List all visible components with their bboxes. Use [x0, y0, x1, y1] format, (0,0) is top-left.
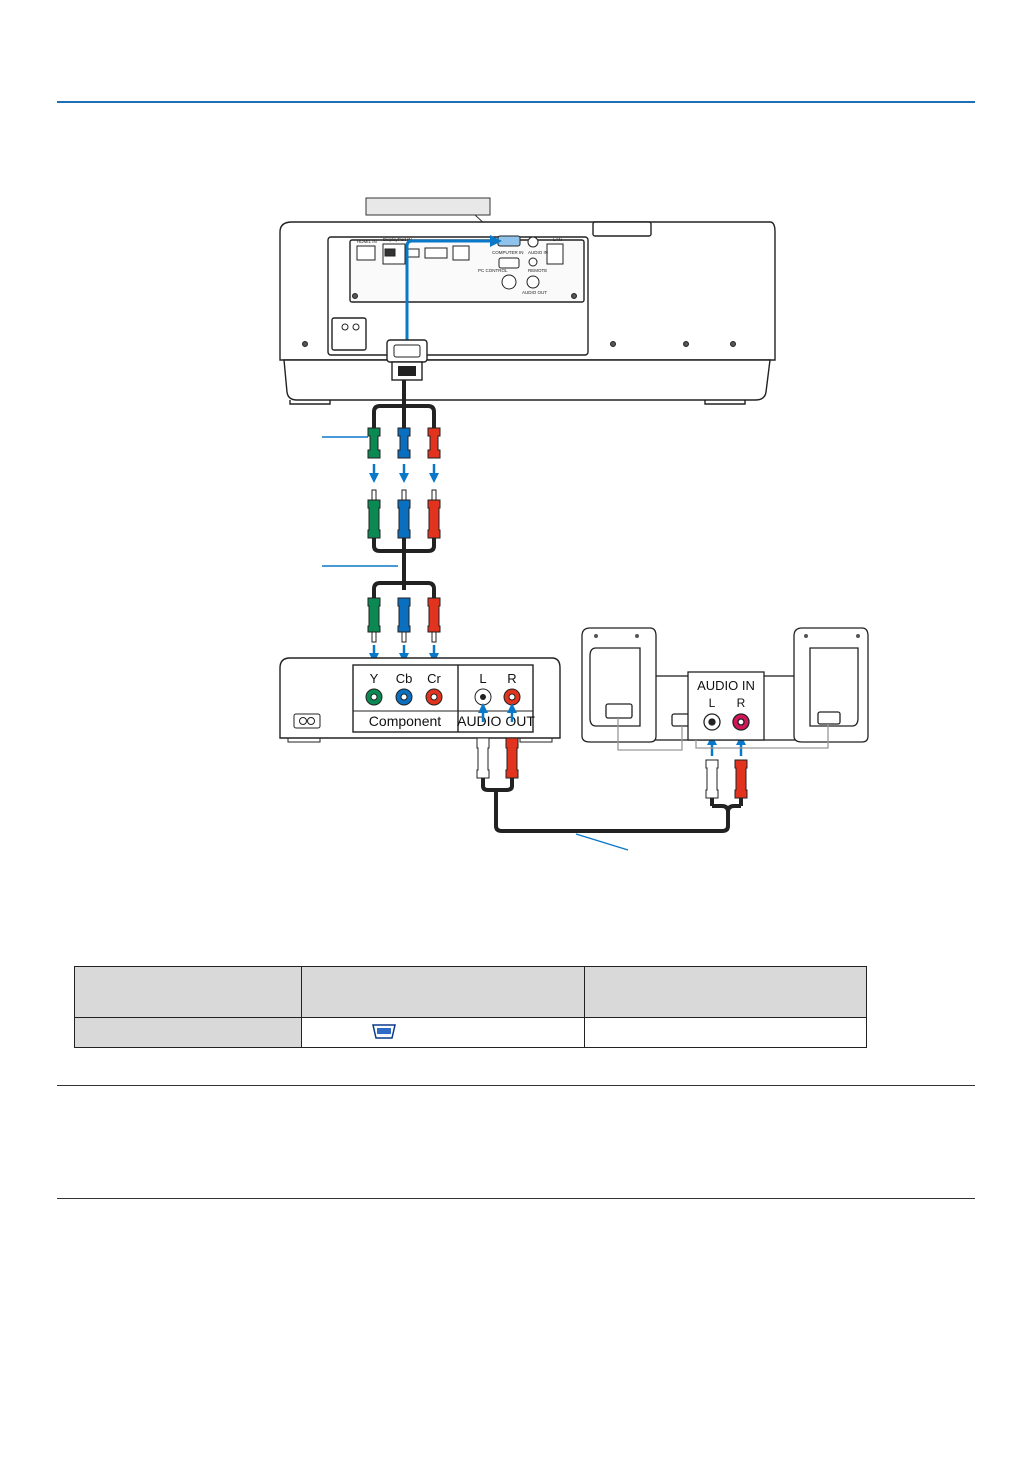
player-labels: Y Cb Cr Component L R AUDIO OUT: [369, 671, 536, 729]
pin-r: R: [507, 671, 516, 686]
svg-text:DisplayPort IN: DisplayPort IN: [383, 237, 412, 242]
pin-cb: Cb: [396, 671, 413, 686]
svg-text:REMOTE: REMOTE: [528, 268, 547, 273]
note-rule-top: [57, 1085, 975, 1086]
header-cell-1: [74, 966, 302, 1018]
svg-text:AUDIO IN: AUDIO IN: [528, 250, 548, 255]
vga-port-icon: [372, 1023, 396, 1042]
speaker-labels: AUDIO IN L R: [697, 678, 755, 710]
row-cell-1: [74, 1017, 302, 1048]
audio-cable: [476, 737, 748, 833]
av-player: [279, 657, 561, 743]
component-cable-top-plugs: [367, 489, 441, 539]
component-label: Component: [369, 713, 441, 729]
connection-diagram: HDMI1 IN DisplayPort IN COMPUTER IN AUDI…: [279, 197, 869, 851]
svg-text:AUDIO OUT: AUDIO OUT: [522, 290, 547, 295]
leader-lines: [322, 436, 629, 851]
component-adapter: [372, 404, 436, 598]
header-cell-3: [584, 966, 867, 1018]
component-cable-bottom-plugs: [367, 597, 441, 643]
speaker-pin-r: R: [737, 696, 746, 710]
header-rule: [57, 101, 975, 103]
svg-text:PC CONTROL: PC CONTROL: [478, 268, 508, 273]
projector-ports: [302, 235, 736, 347]
row-cell-2: [301, 1017, 585, 1048]
audio-out-label: AUDIO OUT: [457, 713, 535, 729]
adapter-plugs: [367, 427, 441, 459]
note-rule-bottom: [57, 1198, 975, 1199]
player-arrows: [369, 645, 439, 663]
header-cell-2: [301, 966, 585, 1018]
speaker-pin-l: L: [709, 696, 716, 710]
table-row: [74, 1017, 867, 1048]
projector-port-labels: HDMI1 IN DisplayPort IN COMPUTER IN AUDI…: [357, 237, 562, 295]
svg-text:LAN: LAN: [553, 237, 562, 242]
pin-y: Y: [370, 671, 379, 686]
connection-table: [74, 966, 867, 1048]
svg-text:HDMI1 IN: HDMI1 IN: [357, 239, 377, 244]
pin-l: L: [479, 671, 486, 686]
vga-cable: [386, 235, 502, 406]
table-header-row: [74, 966, 867, 1018]
speaker-system: [581, 627, 869, 751]
pin-cr: Cr: [427, 671, 441, 686]
svg-text:COMPUTER IN: COMPUTER IN: [492, 250, 524, 255]
speaker-audio-in-label: AUDIO IN: [697, 678, 755, 693]
adapter-arrows: [369, 464, 439, 483]
row-cell-3: [584, 1017, 867, 1048]
